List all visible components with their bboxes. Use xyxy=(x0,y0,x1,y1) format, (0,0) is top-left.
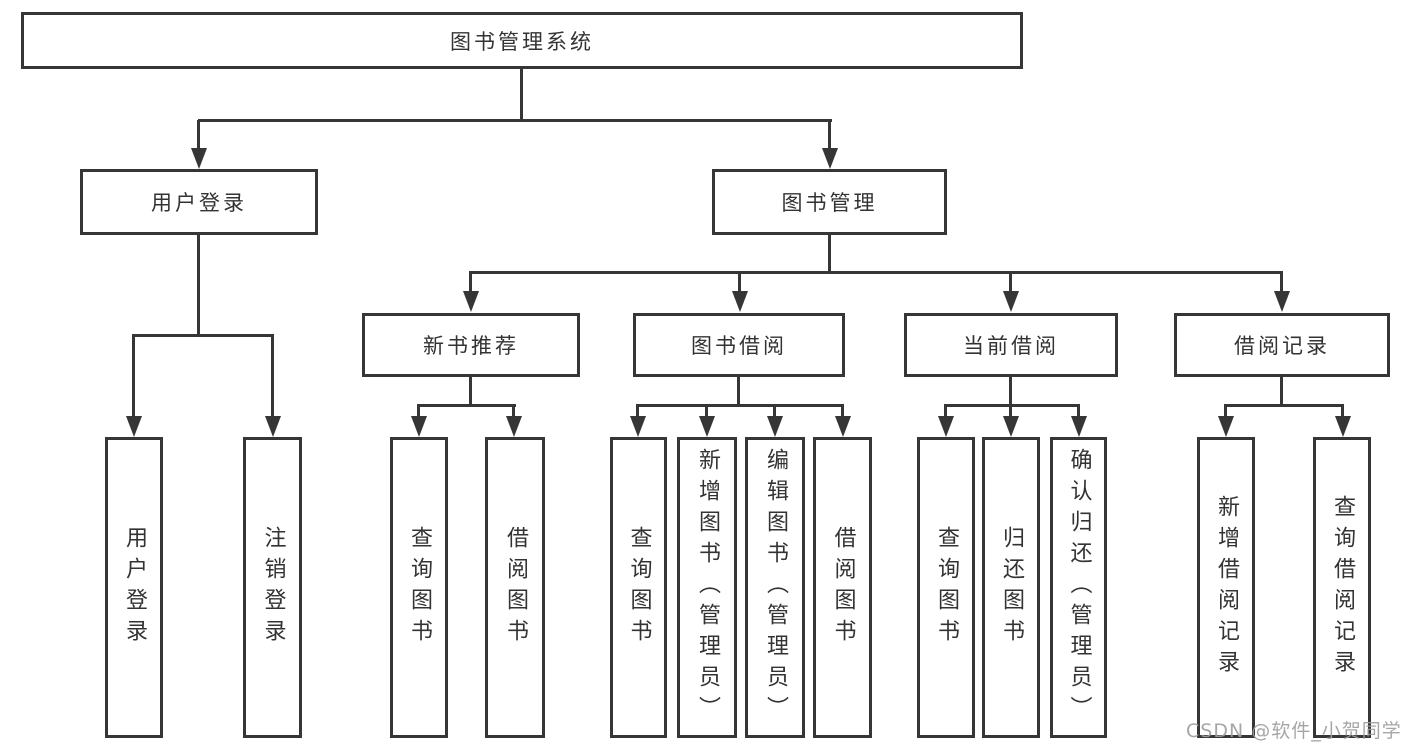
node-user-login: 用户登录 xyxy=(80,169,318,235)
arrowhead xyxy=(506,416,522,437)
node-borrowing-records: 借阅记录 xyxy=(1174,313,1390,377)
connector-arrow-stem xyxy=(1341,405,1344,418)
leaf-query-books-current: 查询图书 xyxy=(917,437,975,738)
connector-arrow-stem xyxy=(773,405,776,418)
connector-rail xyxy=(417,404,516,407)
leaf-add-borrow-record: 新增借阅记录 xyxy=(1197,437,1255,738)
node-current-borrowing: 当前借阅 xyxy=(904,313,1118,377)
leaf-borrow-books-recommend: 借阅图书 xyxy=(485,437,545,738)
connector-rail xyxy=(1224,404,1344,407)
connector-arrow-stem xyxy=(417,405,420,418)
connector-arrow-stem xyxy=(132,335,135,418)
connector-arrow-stem xyxy=(512,405,515,418)
arrowhead xyxy=(1003,291,1019,312)
arrowhead xyxy=(835,416,851,437)
connector-level1-rail xyxy=(198,119,832,122)
node-library-management-system: 图书管理系统 xyxy=(21,12,1023,69)
connector-stem xyxy=(1009,377,1012,407)
connector-root-stem xyxy=(520,68,523,121)
node-book-borrowing: 图书借阅 xyxy=(633,313,845,377)
connector-stem xyxy=(737,377,740,407)
arrowhead xyxy=(732,291,748,312)
leaf-edit-books-admin: 编辑图书（管理员） xyxy=(745,437,805,738)
leaf-query-borrow-record: 查询借阅记录 xyxy=(1313,437,1371,738)
connector-book-management-stem xyxy=(828,234,831,274)
connector-arrow-stem xyxy=(1077,405,1080,418)
connector-arrow-stem xyxy=(944,405,947,418)
node-book-management: 图书管理 xyxy=(712,169,947,235)
arrowhead xyxy=(630,416,646,437)
node-new-book-recommendation: 新书推荐 xyxy=(362,313,580,377)
connector-stem xyxy=(469,377,472,407)
connector-arrow-stem xyxy=(636,405,639,418)
leaf-return-books: 归还图书 xyxy=(982,437,1040,738)
leaf-add-books-admin: 新增图书（管理员） xyxy=(677,437,737,738)
arrowhead xyxy=(767,416,783,437)
arrowhead xyxy=(411,416,427,437)
arrowhead xyxy=(191,148,207,169)
csdn-watermark: CSDN @软件_小贺同学 xyxy=(1186,720,1402,742)
connector-rail xyxy=(944,404,1080,407)
arrowhead xyxy=(1335,416,1351,437)
leaf-borrow-books-borrowing: 借阅图书 xyxy=(813,437,872,738)
connector-arrow-stem xyxy=(738,272,741,293)
connector-arrow-stem xyxy=(1009,405,1012,418)
connector-arrow-stem xyxy=(469,272,472,293)
connector-arrow-stem xyxy=(841,405,844,418)
arrowhead xyxy=(126,416,142,437)
arrowhead xyxy=(1274,291,1290,312)
connector-arrow-stem xyxy=(1224,405,1227,418)
connector-arrow-stem xyxy=(1280,272,1283,293)
connector-arrow-stem xyxy=(1009,272,1012,293)
arrowhead xyxy=(699,416,715,437)
connector-stem xyxy=(1280,377,1283,407)
arrowhead xyxy=(938,416,954,437)
leaf-confirm-return-admin: 确认归还（管理员） xyxy=(1050,437,1107,738)
arrowhead xyxy=(1218,416,1234,437)
connector-level3-rail xyxy=(469,271,1283,274)
arrowhead xyxy=(1003,416,1019,437)
leaf-logout-login: 注销登录 xyxy=(243,437,302,738)
arrowhead xyxy=(265,416,281,437)
connector-rail xyxy=(636,404,844,407)
arrowhead xyxy=(1071,416,1087,437)
leaf-query-books-borrowing: 查询图书 xyxy=(610,437,667,738)
leaf-query-books-recommend: 查询图书 xyxy=(390,437,448,738)
arrowhead xyxy=(463,291,479,312)
connector-user-login-stem xyxy=(197,234,200,337)
connector-arrow-stem xyxy=(828,120,831,150)
connector-arrow-stem xyxy=(197,120,200,150)
connector-arrow-stem xyxy=(271,335,274,418)
connector-arrow-stem xyxy=(705,405,708,418)
connector-user-login-rail xyxy=(132,334,274,337)
arrowhead xyxy=(822,148,838,169)
leaf-user-login: 用户登录 xyxy=(105,437,163,738)
